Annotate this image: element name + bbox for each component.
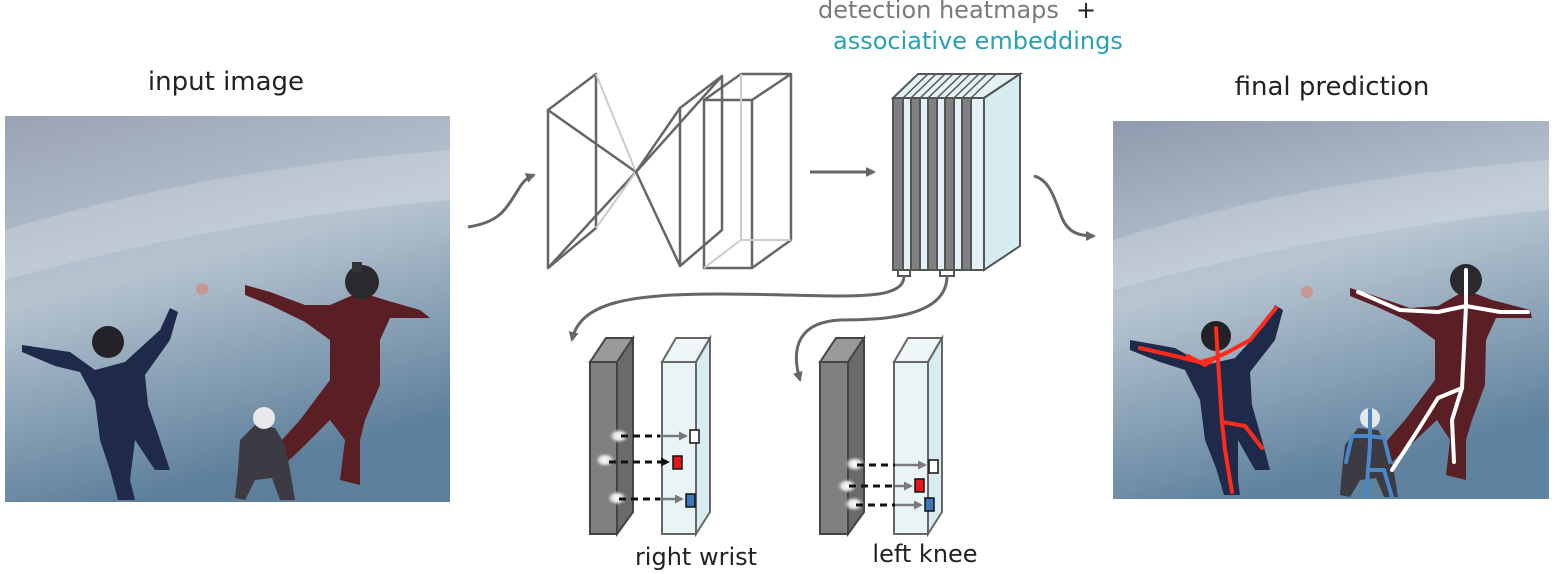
final-prediction-image — [1113, 121, 1549, 499]
embed-red-marker — [914, 478, 925, 493]
arrow-stack-to-final — [1033, 174, 1096, 241]
final-prediction-label: final prediction — [1235, 72, 1430, 102]
skydiver-right — [245, 262, 430, 485]
hourglass-network-icon — [546, 72, 793, 270]
left-knee-pair — [818, 334, 944, 538]
embed-blue-marker — [924, 497, 935, 512]
skeleton-white — [1356, 268, 1530, 472]
detection-heatmaps-label: detection heatmaps — [818, 0, 1059, 24]
plus-label: + — [1076, 0, 1096, 24]
arrow-stack-to-left-knee — [792, 275, 949, 382]
input-image-label: input image — [148, 67, 304, 97]
arrow-input-to-network — [467, 173, 536, 229]
right-wrist-label: right wrist — [635, 543, 757, 571]
embedding-slab-icon — [660, 334, 712, 538]
embed-red-marker — [672, 455, 683, 470]
arrow-stack-to-right-wrist — [568, 275, 906, 342]
skeleton-red — [1138, 306, 1278, 494]
skydiver-middle — [235, 407, 295, 500]
heatmap-slab-icon — [588, 334, 635, 538]
skeleton-blue — [1344, 408, 1394, 499]
heatmap-slab-icon — [818, 334, 866, 538]
skydiver-left — [22, 308, 178, 500]
embed-blue-marker — [685, 493, 696, 508]
left-knee-label: left knee — [872, 540, 977, 568]
embed-white-marker — [689, 429, 700, 444]
input-image — [5, 116, 450, 502]
feature-stack-icon — [890, 72, 1024, 272]
associative-embeddings-label: associative embeddings — [833, 27, 1123, 55]
embed-white-marker — [928, 459, 939, 474]
right-wrist-pair — [588, 334, 712, 538]
